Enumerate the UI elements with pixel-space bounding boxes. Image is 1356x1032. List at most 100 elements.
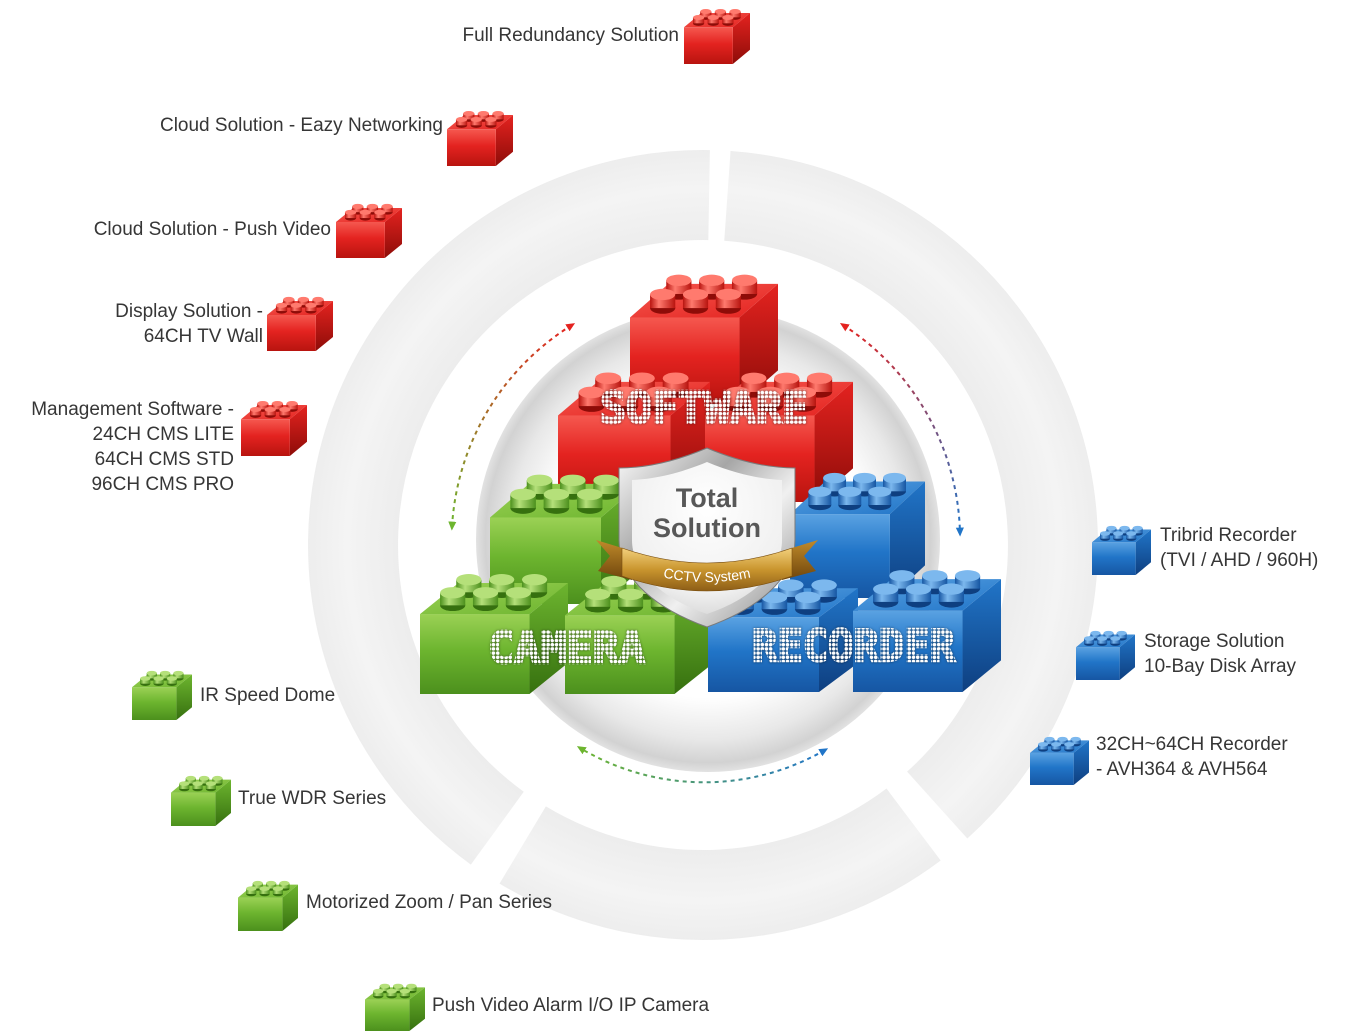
stud-body: [259, 888, 270, 894]
stud-cap: [1057, 736, 1068, 742]
brick-stud: [440, 587, 466, 612]
stud-body: [1044, 739, 1055, 745]
shield-title-line-1: Total: [676, 483, 739, 513]
software-item-display-solution: Display Solution - 64CH TV Wall: [0, 299, 263, 349]
stud-body: [352, 206, 364, 213]
brick-stud: [617, 588, 644, 613]
item-line: Storage Solution: [1144, 631, 1285, 652]
brick-stud: [166, 676, 177, 686]
item-line: Cloud Solution - Push Video: [93, 219, 331, 240]
stud-body: [692, 17, 705, 24]
stud-cap: [259, 886, 270, 891]
brick-front-face: [365, 999, 410, 1031]
stud-cap: [386, 988, 397, 994]
stud-body: [266, 883, 277, 889]
stud-body: [305, 305, 317, 312]
stud-cap: [808, 486, 832, 497]
brick-side-face: [289, 405, 307, 456]
item-line: - AVH364 & AVH564: [1096, 759, 1268, 780]
brick-side-face: [529, 582, 568, 694]
stud-cap: [472, 587, 499, 599]
item-brick-icons: [132, 8, 1151, 1031]
stud-cap: [399, 988, 410, 994]
stud-cap: [838, 486, 862, 497]
brick-front-face: [420, 614, 530, 694]
stud-cap: [406, 983, 417, 989]
stud-body: [1038, 744, 1049, 750]
stud-cap: [179, 781, 190, 786]
stud-cap: [729, 8, 741, 15]
stud-cap: [922, 570, 948, 582]
brick-stud: [1100, 531, 1111, 541]
brick-stud: [1097, 636, 1108, 646]
software-brick-icon: [447, 110, 513, 166]
stud-body: [381, 206, 393, 213]
stud-cap: [374, 209, 386, 215]
stud-cap: [1116, 630, 1127, 636]
brick-front-face: [171, 792, 216, 826]
stud-body: [729, 11, 741, 18]
stud-cap: [578, 386, 605, 399]
brick-stud: [1126, 531, 1137, 541]
arrow-software-recorder: [839, 323, 964, 537]
stud-cap: [393, 983, 404, 989]
stud-cap: [352, 203, 364, 209]
stud-cap: [853, 472, 877, 484]
brick-side-face: [495, 115, 513, 166]
stud-body: [249, 409, 262, 416]
stud-body: [374, 212, 386, 219]
stud-body: [264, 409, 276, 416]
stud-cap: [463, 110, 475, 117]
stud-cap: [456, 574, 482, 586]
stud-cap: [279, 880, 290, 886]
brick-stud: [722, 14, 734, 26]
camera-item-ir-speed-dome: IR Speed Dome: [200, 683, 335, 708]
stud-cap: [595, 372, 622, 385]
stud-cap: [601, 575, 627, 588]
item-line: 32CH~64CH Recorder: [1096, 734, 1288, 755]
stud-body: [166, 678, 177, 684]
brick-front-face: [336, 221, 385, 258]
stud-cap: [1064, 742, 1075, 747]
brick-stud: [264, 406, 276, 418]
brick-stud: [1064, 742, 1075, 752]
camera-brick-icon: [238, 880, 298, 931]
brick-side-face: [1119, 634, 1135, 680]
stud-body: [463, 113, 475, 120]
stud-body: [290, 305, 302, 312]
stud-cap: [485, 116, 497, 123]
stud-cap: [778, 579, 804, 591]
stud-body: [246, 888, 257, 894]
brick-front-face: [267, 314, 316, 351]
software-item-management-software: Management Software - 24CH CMS LITE 64CH…: [0, 397, 234, 497]
outer-ring: [308, 150, 1098, 940]
stud-cap: [290, 302, 302, 308]
stud-body: [379, 986, 390, 991]
brick-stud: [275, 302, 288, 314]
ribbon-label-path: CCTV System: [662, 565, 751, 585]
stud-cap: [1084, 636, 1095, 641]
stud-body: [153, 678, 164, 684]
brick-stud: [808, 486, 832, 511]
item-line: Push Video Alarm I/O IP Camera: [432, 995, 710, 1016]
stud-body: [366, 206, 379, 213]
stud-cap: [585, 588, 611, 601]
stud-cap: [761, 591, 788, 604]
brick-stud: [1113, 531, 1124, 541]
stud-body: [811, 585, 837, 597]
stud-cap: [521, 574, 548, 586]
ring-segment-right: [724, 151, 1098, 839]
stud-body: [1090, 633, 1101, 639]
software-item-full-redundancy: Full Redundancy Solution: [0, 23, 679, 48]
stud-body: [344, 212, 357, 219]
brick-stud: [179, 781, 190, 792]
stud-cap: [699, 274, 725, 286]
stud-body: [492, 113, 504, 120]
brick-side-face: [215, 779, 231, 826]
ring-segment-bottom: [499, 788, 941, 940]
brick-side-face: [282, 884, 298, 931]
brick-stud: [192, 781, 203, 792]
brick-stud: [153, 676, 164, 686]
stud-body: [286, 403, 298, 410]
stud-body: [455, 119, 468, 126]
